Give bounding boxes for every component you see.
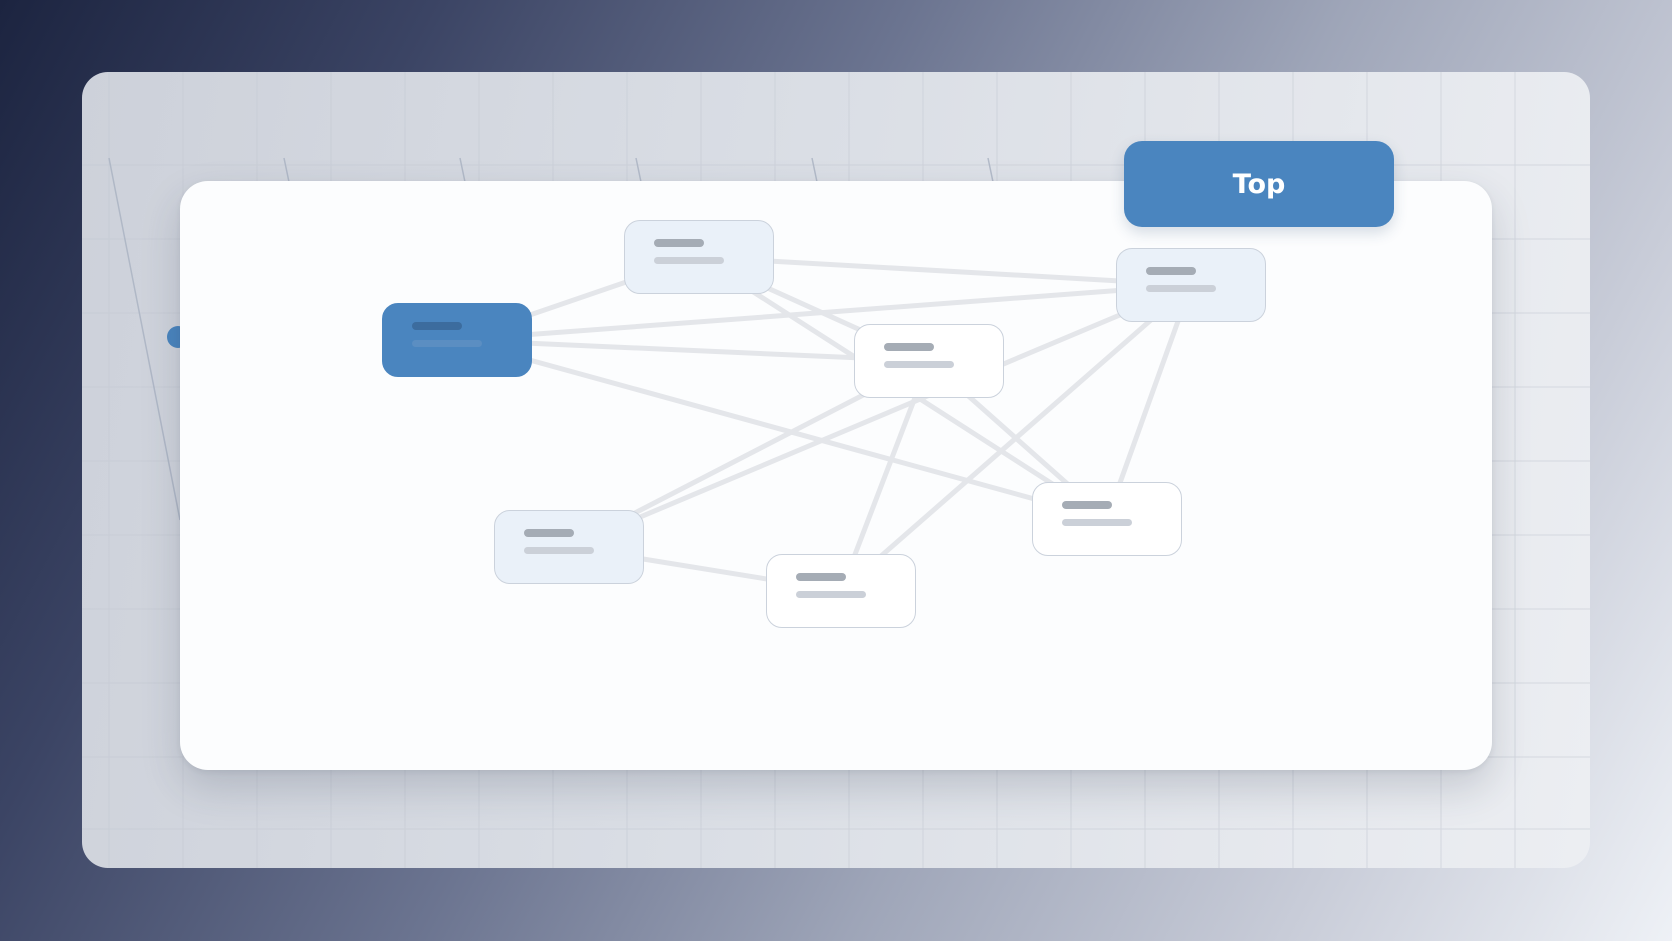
node-title-placeholder [884,343,934,351]
node-subtitle-placeholder [796,591,866,598]
node-title-placeholder [796,573,846,581]
node-title-placeholder [1146,267,1196,275]
diagram-canvas [180,181,1492,770]
node-title-placeholder [412,322,462,330]
node-title-placeholder [654,239,704,247]
diagram-edge [838,358,932,594]
node-subtitle-placeholder [524,547,594,554]
diagram-edge [454,337,1110,522]
node-title-placeholder [1062,501,1112,509]
diagram-node[interactable] [854,324,1004,398]
node-subtitle-placeholder [1062,519,1132,526]
node-title-placeholder [524,529,574,537]
node-subtitle-placeholder [654,257,724,264]
diagram-edge [566,282,1194,550]
diagram-node[interactable] [624,220,774,294]
node-subtitle-placeholder [884,361,954,368]
node-subtitle-placeholder [1146,285,1216,292]
diagram-node-highlighted[interactable] [382,303,532,377]
diagram-node[interactable] [766,554,916,628]
diagram-edge [454,337,932,364]
diagram-edge [1104,282,1194,522]
diagram-node[interactable] [1116,248,1266,322]
diagram-edges [454,254,1194,594]
diagram-node[interactable] [494,510,644,584]
node-subtitle-placeholder [412,340,482,347]
top-button[interactable]: Top [1124,141,1394,227]
diagram-node[interactable] [1032,482,1182,556]
diagram-edge [696,254,1194,288]
diagram-edge [838,282,1194,594]
